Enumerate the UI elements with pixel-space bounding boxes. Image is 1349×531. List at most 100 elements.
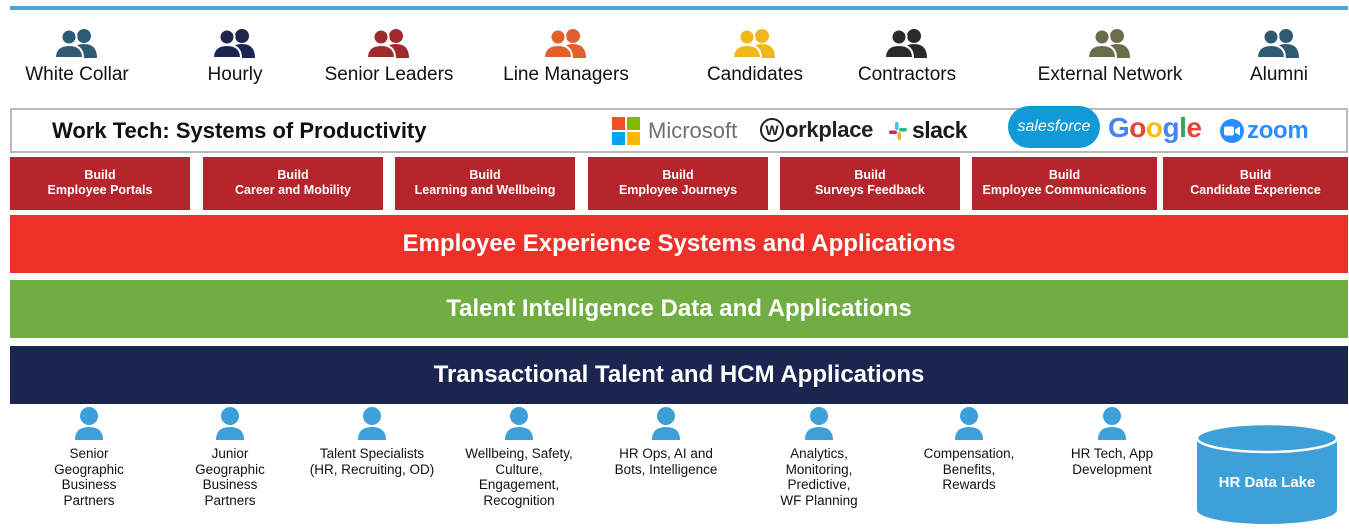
- slack-logo-text: slack: [912, 117, 968, 143]
- build-title: Career and Mobility: [235, 183, 351, 197]
- user-group-senior-leaders: Senior Leaders: [304, 28, 474, 86]
- user-group-label: Senior Leaders: [324, 64, 454, 85]
- people-group-icon: [1086, 28, 1130, 58]
- person-icon: [805, 407, 833, 440]
- microsoft-logo-text: Microsoft: [648, 118, 738, 143]
- people-group-icon: [53, 28, 97, 58]
- build-label: Build: [84, 168, 116, 182]
- user-group-hourly: Hourly: [150, 28, 320, 86]
- user-group-label: White Collar: [25, 64, 129, 85]
- build-candidate-experience: Build Candidate Experience: [1163, 157, 1348, 210]
- talent-intelligence-layer: Talent Intelligence Data and Application…: [10, 280, 1348, 338]
- build-title: Employee Portals: [47, 183, 153, 197]
- build-row: Build Employee Portals Build Career and …: [10, 157, 1348, 210]
- build-employee-communications: Build Employee Communications: [972, 157, 1157, 210]
- layer-title: Talent Intelligence Data and Application…: [446, 295, 912, 322]
- employee-experience-layer: Employee Experience Systems and Applicat…: [10, 215, 1348, 273]
- transactional-talent-layer: Transactional Talent and HCM Application…: [10, 346, 1348, 404]
- database-cylinder-icon: [1195, 422, 1339, 524]
- build-label: Build: [1239, 168, 1272, 182]
- google-logo-text: Google: [1108, 112, 1202, 143]
- build-career-and-mobility: Build Career and Mobility: [203, 157, 383, 210]
- user-group-label: Line Managers: [503, 64, 629, 85]
- build-employee-journeys: Build Employee Journeys: [588, 157, 768, 210]
- user-group-label: Alumni: [1249, 64, 1309, 85]
- role-label: Talent Specialists(HR, Recruiting, OD): [309, 446, 435, 477]
- workplace-logo: W orkplace: [760, 117, 873, 143]
- salesforce-logo-text: salesforce: [1017, 118, 1091, 135]
- build-employee-portals: Build Employee Portals: [10, 157, 190, 210]
- people-group-icon: [211, 28, 255, 58]
- salesforce-cloud-icon: salesforce: [1008, 106, 1100, 148]
- user-group-candidates: Candidates: [670, 28, 840, 86]
- role-label: Compensation,Benefits,Rewards: [923, 446, 1015, 492]
- build-label: Build: [854, 168, 886, 182]
- people-group-icon: [1255, 28, 1299, 58]
- user-group-label: External Network: [1037, 64, 1183, 85]
- role-label: Wellbeing, Safety,Culture,Engagement,Rec…: [465, 446, 573, 508]
- user-group-white-collar: White Collar: [0, 28, 162, 86]
- person-icon: [955, 407, 983, 440]
- people-group-icon: [542, 28, 586, 58]
- role-compensation: Compensation,Benefits,Rewards: [894, 406, 1044, 493]
- build-title: Surveys Feedback: [815, 183, 925, 197]
- layer-title: Transactional Talent and HCM Application…: [433, 361, 925, 388]
- role-wellbeing-safety: Wellbeing, Safety,Culture,Engagement,Rec…: [444, 406, 594, 508]
- people-group-icon: [883, 28, 927, 58]
- user-group-label: Contractors: [857, 64, 957, 85]
- role-talent-specialists: Talent Specialists(HR, Recruiting, OD): [297, 406, 447, 477]
- layer-title: Employee Experience Systems and Applicat…: [402, 230, 956, 257]
- build-label: Build: [662, 168, 694, 182]
- user-group-contractors: Contractors: [822, 28, 992, 86]
- user-group-alumni: Alumni: [1194, 28, 1349, 86]
- person-icon: [75, 407, 103, 440]
- build-learning-and-wellbeing: Build Learning and Wellbeing: [395, 157, 575, 210]
- build-label: Build: [1048, 168, 1081, 182]
- user-group-external-network: External Network: [1025, 28, 1195, 86]
- user-group-label: Candidates: [706, 64, 804, 85]
- person-icon: [652, 407, 680, 440]
- zoom-camera-icon: [1220, 119, 1244, 143]
- zoom-logo-text: zoom: [1247, 117, 1309, 144]
- person-icon: [358, 407, 386, 440]
- build-surveys-feedback: Build Surveys Feedback: [780, 157, 960, 210]
- work-tech-title: Work Tech: Systems of Productivity: [52, 118, 427, 143]
- user-groups-row: White Collar Hourly Senior Leaders Line …: [10, 28, 1348, 100]
- top-accent-rule: [10, 6, 1348, 10]
- people-group-icon: [731, 28, 775, 58]
- user-group-line-managers: Line Managers: [481, 28, 651, 86]
- microsoft-grid-icon: [612, 117, 640, 145]
- role-analytics: Analytics,Monitoring,Predictive,WF Plann…: [744, 406, 894, 508]
- build-title: Employee Communications: [982, 183, 1147, 197]
- build-title: Employee Journeys: [618, 183, 738, 197]
- slack-logo: slack: [888, 117, 968, 144]
- person-icon: [1098, 407, 1126, 440]
- hr-data-lake: HR Data Lake: [1195, 422, 1339, 526]
- build-label: Build: [277, 168, 309, 182]
- workplace-w-icon: W: [760, 118, 784, 142]
- user-group-label: Hourly: [207, 64, 263, 85]
- zoom-logo: zoom: [1220, 117, 1309, 145]
- workplace-logo-text: orkplace: [785, 117, 874, 142]
- build-label: Build: [469, 168, 501, 182]
- salesforce-logo: salesforce: [1008, 106, 1100, 148]
- data-lake-label: HR Data Lake: [1218, 474, 1316, 491]
- build-title: Candidate Experience: [1190, 183, 1321, 197]
- people-group-icon: [365, 28, 409, 58]
- google-logo: Google: [1108, 112, 1202, 144]
- slack-hash-icon: [889, 121, 907, 140]
- microsoft-logo: Microsoft: [612, 117, 737, 145]
- person-icon: [216, 407, 244, 440]
- build-title: Learning and Wellbeing: [414, 183, 556, 197]
- role-label: Analytics,Monitoring,Predictive,WF Plann…: [780, 446, 858, 508]
- work-tech-bar: Work Tech: Systems of Productivity Micro…: [10, 106, 1348, 153]
